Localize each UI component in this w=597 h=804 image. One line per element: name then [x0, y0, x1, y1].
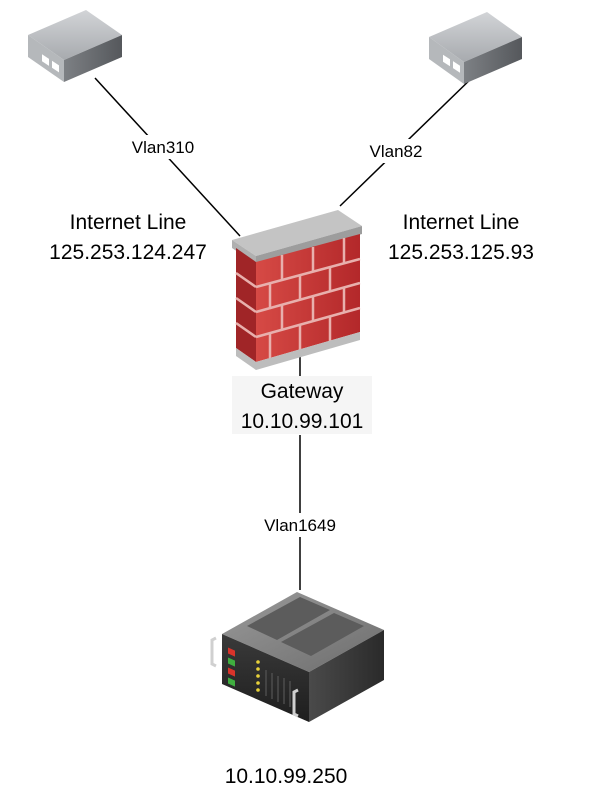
network-device-icon: [429, 12, 522, 84]
firewall-icon: [232, 210, 362, 370]
rack-server-icon: [210, 592, 384, 722]
left-line-title: Internet Line: [70, 211, 187, 234]
right-line-title: Internet Line: [403, 211, 520, 234]
server-ip: 10.10.99.250: [225, 765, 348, 788]
gateway-ip: 10.10.99.101: [241, 410, 364, 433]
link-label-vlan310: Vlan310: [132, 138, 194, 157]
gateway-title: Gateway: [261, 380, 344, 403]
network-device-icon: [28, 10, 122, 82]
right-line-ip: 125.253.125.93: [388, 241, 534, 264]
link-label-vlan1649: Vlan1649: [264, 516, 336, 535]
link-label-vlan82: Vlan82: [370, 142, 423, 161]
left-line-ip: 125.253.124.247: [49, 241, 207, 264]
